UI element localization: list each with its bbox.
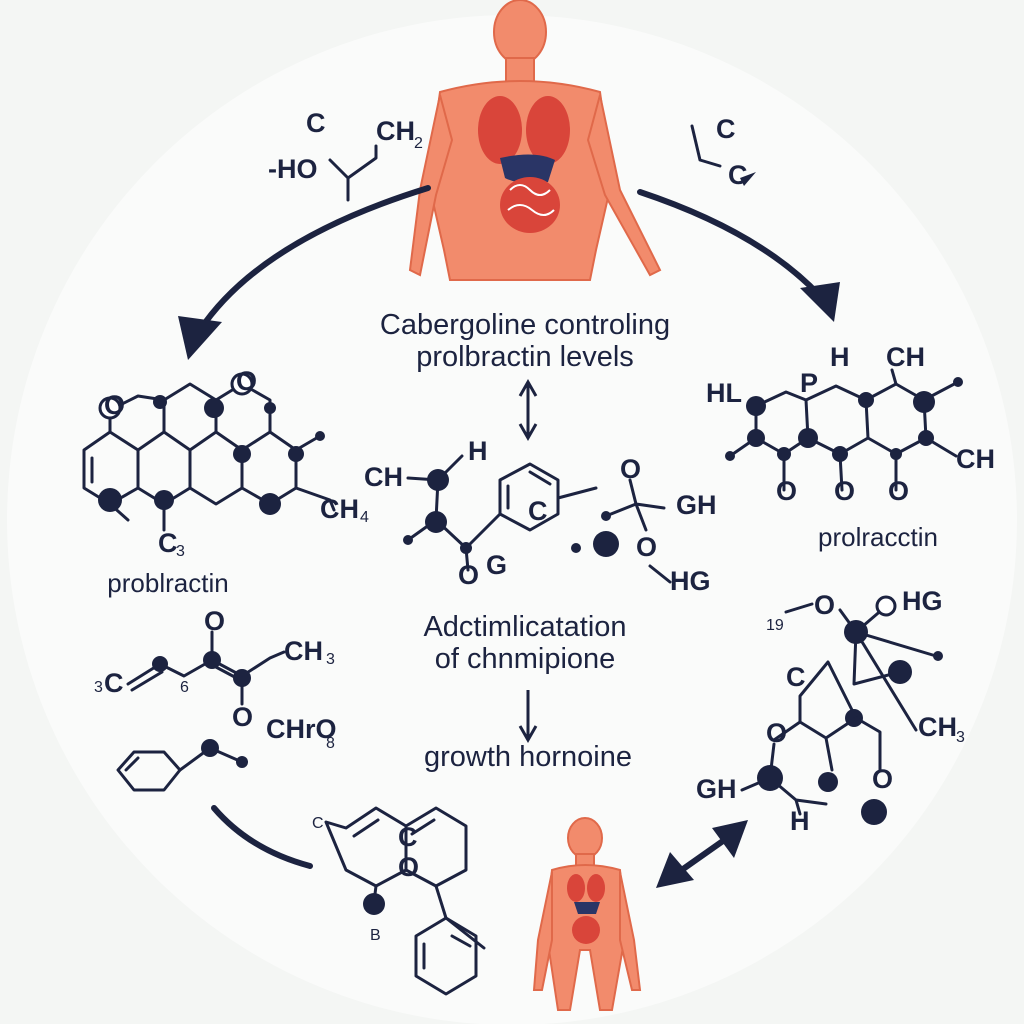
molecule-left-polycyclic: O O CH 4 C 3: [82, 366, 369, 560]
right-label: prolracctin: [818, 522, 938, 552]
svg-text:CH: CH: [886, 342, 925, 372]
svg-text:2: 2: [414, 135, 423, 152]
left-label: problractin: [107, 568, 228, 598]
svg-text:O: O: [636, 532, 657, 562]
svg-text:C: C: [728, 160, 748, 190]
svg-text:O: O: [236, 366, 257, 396]
svg-text:O: O: [872, 764, 893, 794]
svg-text:O: O: [458, 560, 479, 590]
molecule-right: H CH HL P O O O CH: [706, 342, 995, 506]
svg-text:HG: HG: [902, 586, 943, 616]
svg-text:O: O: [766, 718, 787, 748]
lung-right-icon: [526, 96, 570, 164]
center-title-line1: Cabergoline controling: [380, 309, 670, 341]
svg-text:C: C: [104, 668, 124, 698]
svg-text:6: 6: [180, 679, 189, 696]
molecule-top-right: C C: [690, 114, 756, 190]
svg-text:8: 8: [326, 735, 335, 752]
svg-text:O: O: [104, 390, 125, 420]
svg-text:4: 4: [360, 509, 369, 526]
arrowhead-top-right: [800, 282, 840, 322]
svg-text:-HO: -HO: [268, 154, 318, 184]
svg-text:P: P: [800, 368, 818, 398]
svg-text:O: O: [888, 476, 909, 506]
svg-text:O: O: [776, 476, 797, 506]
svg-text:19: 19: [766, 617, 784, 634]
arrow-bottom-left: [211, 805, 313, 869]
svg-text:C: C: [716, 114, 736, 144]
svg-text:3: 3: [94, 679, 103, 696]
svg-text:3: 3: [956, 729, 965, 746]
double-arrow-bottom-right: [673, 833, 733, 877]
svg-text:O: O: [204, 606, 225, 636]
svg-text:CH: CH: [284, 636, 323, 666]
svg-text:C: C: [398, 822, 418, 852]
intestine-icon: [500, 177, 560, 233]
svg-text:GH: GH: [676, 490, 717, 520]
svg-text:CH: CH: [320, 494, 359, 524]
svg-text:O: O: [814, 590, 835, 620]
svg-text:GH: GH: [696, 774, 737, 804]
svg-text:C: C: [786, 662, 806, 692]
svg-text:CH: CH: [918, 712, 957, 742]
arrowhead-top-left: [178, 316, 222, 360]
molecule-top-left: C -HO CH 2: [268, 108, 423, 202]
molecule-right-bottom: 19 O HG C O O CH 3 GH H: [696, 586, 965, 836]
svg-text:3: 3: [326, 651, 335, 668]
svg-text:CH: CH: [376, 116, 415, 146]
svg-text:3: 3: [176, 543, 185, 560]
svg-text:C: C: [528, 496, 548, 526]
human-figure-bottom: [532, 817, 642, 1011]
svg-text:C: C: [312, 815, 324, 832]
svg-text:CH: CH: [956, 444, 995, 474]
svg-text:O: O: [834, 476, 855, 506]
arrow-top-left: [197, 185, 431, 333]
svg-text:C: C: [158, 528, 178, 558]
center-title-line2: prolbractin levels: [416, 341, 634, 373]
center-bottom-label: growth hornoine: [424, 741, 632, 773]
svg-text:O: O: [232, 702, 253, 732]
svg-text:B: B: [370, 927, 381, 944]
center-mid-line1: Adctimlicatation: [423, 611, 626, 643]
svg-text:H: H: [830, 342, 850, 372]
molecule-left-chain: 3 C O CH 3 6 O CHrO 8: [94, 606, 337, 792]
center-mid-line2: of chnmipione: [435, 643, 616, 675]
svg-text:O: O: [398, 852, 419, 882]
svg-text:G: G: [486, 550, 507, 580]
svg-text:H: H: [790, 806, 810, 836]
svg-text:CHrO: CHrO: [266, 714, 337, 744]
svg-text:C: C: [306, 108, 326, 138]
svg-text:O: O: [620, 454, 641, 484]
svg-text:HG: HG: [670, 566, 711, 596]
molecule-bottom-center: C C O B: [312, 806, 486, 996]
svg-text:H: H: [468, 436, 488, 466]
svg-text:HL: HL: [706, 378, 742, 408]
lung-left-icon: [478, 96, 522, 164]
arrow-top-right: [637, 189, 823, 299]
molecule-center: CH H C O G O GH O HG: [364, 436, 717, 596]
svg-text:CH: CH: [364, 462, 403, 492]
liver-icon: [500, 154, 555, 184]
